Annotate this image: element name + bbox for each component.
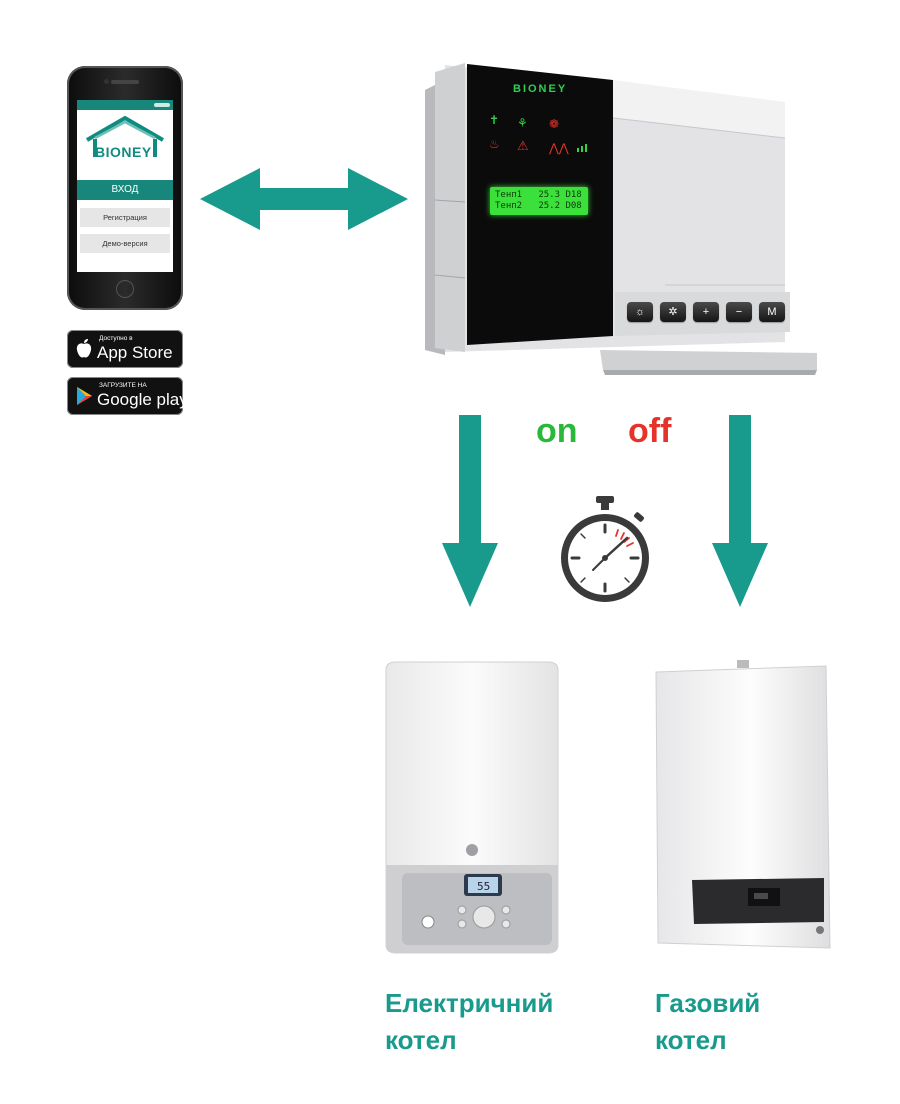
phone-speaker xyxy=(111,80,139,84)
app-store-name: App Store xyxy=(97,343,173,362)
electric-boiler-caption-line2: котел xyxy=(385,1025,457,1055)
on-label: on xyxy=(536,412,578,450)
down-arrow-right-icon xyxy=(712,415,768,607)
electric-boiler: 55 xyxy=(385,661,559,954)
smartphone: BIONEY ВХОД Регистрация Демо-версия xyxy=(67,66,183,310)
gas-boiler-caption: Газовий котел xyxy=(655,985,760,1059)
minus-button[interactable]: − xyxy=(726,302,752,322)
lcd-line-2: Тенп2 25.2 D08 xyxy=(495,201,582,211)
app-brand-name: BIONEY xyxy=(95,144,152,160)
electric-boiler-caption: Електричний котел xyxy=(385,985,553,1059)
register-button[interactable]: Регистрация xyxy=(80,208,170,227)
electric-boiler-caption-line1: Електричний xyxy=(385,988,554,1018)
battery-icon xyxy=(154,103,170,107)
app-store-caption: Доступно в xyxy=(99,335,133,342)
demo-button[interactable]: Демо-версия xyxy=(80,234,170,253)
controller-brand: BIONEY xyxy=(513,83,568,95)
mode-button[interactable]: M xyxy=(759,302,785,322)
gas-boiler xyxy=(655,660,831,949)
play-triangle-icon xyxy=(77,387,92,405)
svg-text:⋀⋀: ⋀⋀ xyxy=(548,141,569,155)
app-status-bar xyxy=(77,100,173,110)
lcd-line-1: Тенп1 25.3 D18 xyxy=(495,190,582,200)
svg-text:✝: ✝ xyxy=(489,113,499,127)
controller-lcd: Тенп1 25.3 D18 Тенп2 25.2 D08 xyxy=(490,187,588,215)
electric-boiler-display: 55 xyxy=(477,880,490,893)
sun-button[interactable]: ☼ xyxy=(627,302,653,322)
home-button[interactable] xyxy=(116,280,134,298)
bidirectional-arrow-icon xyxy=(200,168,408,230)
stopwatch-icon xyxy=(561,496,649,602)
snowflake-button[interactable]: ✲ xyxy=(660,302,686,322)
house-logo-icon xyxy=(85,115,165,157)
bioney-controller: ✝ ⚘ ❁ ♨ ⚠ ⋀⋀ xyxy=(425,63,817,375)
google-play-name: Google play xyxy=(97,390,188,409)
google-play-badge[interactable]: ЗАГРУЗИТЕ НА Google play xyxy=(67,377,188,415)
phone-camera xyxy=(104,79,109,84)
login-button[interactable]: ВХОД xyxy=(77,180,173,200)
off-label: off xyxy=(628,412,672,450)
google-play-caption: ЗАГРУЗИТЕ НА xyxy=(99,382,147,389)
svg-text:❁: ❁ xyxy=(549,117,559,131)
gas-boiler-caption-line1: Газовий xyxy=(655,988,761,1018)
svg-text:⚠: ⚠ xyxy=(517,139,529,154)
app-store-badge[interactable]: Доступно в App Store xyxy=(67,330,183,368)
apple-icon xyxy=(76,339,92,358)
phone-screen: BIONEY ВХОД Регистрация Демо-версия xyxy=(77,100,173,272)
gas-boiler-caption-line2: котел xyxy=(655,1025,727,1055)
down-arrow-left-icon xyxy=(442,415,498,607)
plus-button[interactable]: + xyxy=(693,302,719,322)
svg-text:⚘: ⚘ xyxy=(517,116,528,130)
svg-text:♨: ♨ xyxy=(489,137,500,151)
